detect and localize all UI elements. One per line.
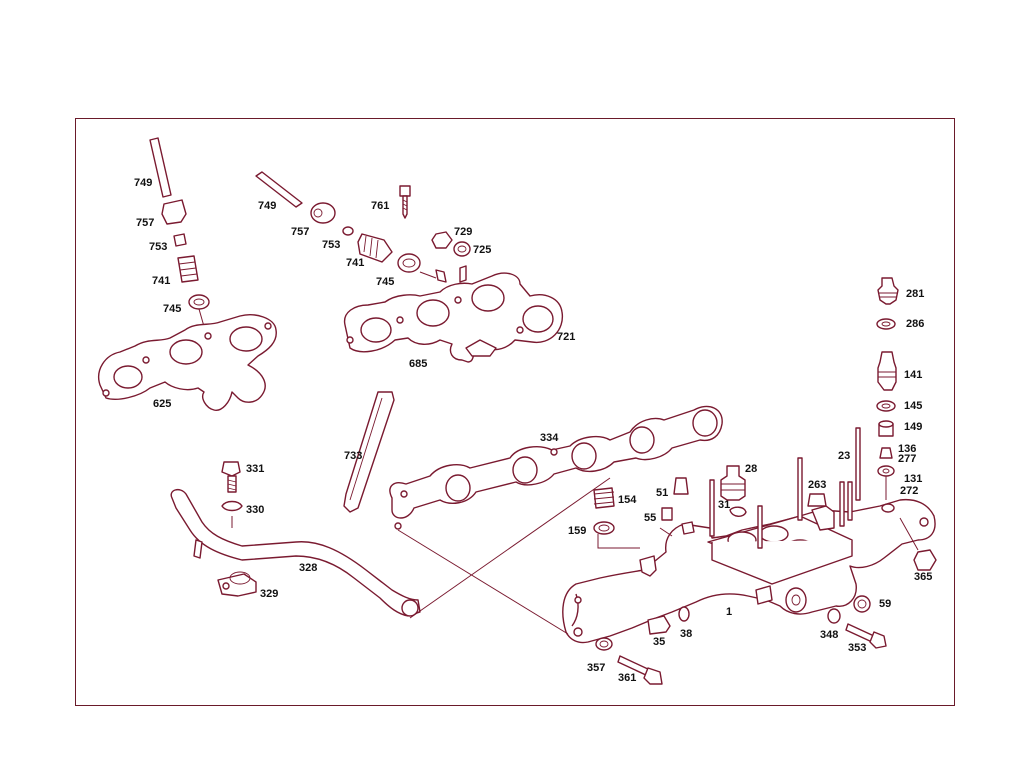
- part-741b-fitting: [357, 233, 393, 263]
- part-number-label: 733: [344, 450, 362, 462]
- part-745-ring: [188, 294, 210, 310]
- part-1-intake-manifold: [562, 498, 936, 644]
- part-281-valve: [877, 277, 899, 305]
- part-number-label: 361: [618, 672, 636, 684]
- part-number-label: 685: [409, 358, 427, 370]
- manifold-studs: [673, 427, 861, 549]
- part-number-label: 330: [246, 504, 264, 516]
- part-number-label: 55: [644, 512, 656, 524]
- part-753-sleeve: [173, 233, 187, 247]
- part-number-label: 145: [904, 400, 922, 412]
- part-51-fitting: [673, 477, 689, 495]
- part-number-label: 28: [745, 463, 757, 475]
- part-number-label: 745: [163, 303, 181, 315]
- part-329-clamp: [217, 573, 257, 597]
- part-number-label: 149: [904, 421, 922, 433]
- part-number-label: 745: [376, 276, 394, 288]
- part-757b-nut: [310, 202, 336, 224]
- leader-lines: [397, 477, 919, 635]
- part-145-washer: [876, 400, 896, 412]
- part-number-label: 331: [246, 463, 264, 475]
- manifold-loose-parts: [593, 487, 937, 685]
- part-59-washer: [853, 595, 871, 613]
- part-number-label: 729: [454, 226, 472, 238]
- part-753b-sleeve: [342, 226, 354, 236]
- part-number-label: 136: [898, 443, 916, 455]
- part-749b-rod: [255, 171, 303, 208]
- part-number-label: 353: [848, 642, 866, 654]
- part-number-label: 59: [879, 598, 891, 610]
- part-number-label: 1: [726, 606, 732, 618]
- part-685-exhaust-manifold: [343, 272, 564, 363]
- part-number-label: 757: [136, 217, 154, 229]
- part-number-label: 277: [898, 453, 916, 465]
- part-number-label: 272: [900, 485, 918, 497]
- stud-stack-group: [876, 277, 899, 500]
- exploded-manifold-685-group: [255, 171, 564, 363]
- part-725-ring: [453, 241, 471, 257]
- part-number-label: 23: [838, 450, 850, 462]
- part-number-label: 761: [371, 200, 389, 212]
- part-number-label: 753: [149, 241, 167, 253]
- part-number-label: 281: [906, 288, 924, 300]
- part-number-label: 154: [618, 494, 637, 506]
- part-330-washer: [221, 500, 243, 512]
- part-749-rod: [149, 137, 172, 198]
- part-labels: 749 757 753 741 745 625 749 757 753 741 …: [134, 177, 932, 684]
- part-733-bracket: [343, 391, 395, 513]
- part-number-label: 725: [473, 244, 491, 256]
- part-number-label: 131: [904, 473, 922, 485]
- part-757-nut: [161, 199, 187, 225]
- part-number-label: 721: [557, 331, 575, 343]
- part-number-label: 753: [322, 239, 340, 251]
- part-353-bolt: [845, 623, 875, 643]
- part-136-plug: [879, 447, 893, 459]
- part-number-label: 263: [808, 479, 826, 491]
- part-328-pipe: [170, 488, 421, 617]
- part-745b-ring: [397, 253, 421, 273]
- part-number-label: 741: [346, 257, 364, 269]
- part-334-gasket: [389, 405, 723, 530]
- diagram-border: [75, 118, 955, 706]
- part-number-label: 625: [153, 398, 171, 410]
- part-number-label: 741: [152, 275, 170, 287]
- part-number-label: 35: [653, 636, 665, 648]
- pipe-bracket-group: [170, 461, 421, 617]
- part-number-label: 757: [291, 226, 309, 238]
- part-number-label: 141: [904, 369, 922, 381]
- part-55-plug: [661, 507, 673, 521]
- exploded-manifold-625-group: [98, 137, 277, 411]
- part-number-label: 159: [568, 525, 586, 537]
- part-277-washer: [877, 465, 895, 477]
- part-35-screw: [647, 615, 671, 635]
- part-28-nipple: [720, 465, 746, 501]
- part-761-bolt: [399, 185, 411, 197]
- part-number-label: 749: [134, 177, 152, 189]
- part-number-label: 357: [587, 662, 605, 674]
- part-357-washer: [595, 637, 613, 651]
- part-number-label: 749: [258, 200, 276, 212]
- part-365-nut: [913, 549, 937, 571]
- part-number-label: 286: [906, 318, 924, 330]
- part-331-bolt: [221, 461, 241, 477]
- part-number-label: 365: [914, 571, 932, 583]
- part-38-washer: [678, 606, 690, 622]
- part-number-label: 328: [299, 562, 317, 574]
- part-348-washer: [827, 608, 841, 624]
- part-263-plug: [807, 493, 827, 507]
- part-number-label: 334: [540, 432, 559, 444]
- part-number-label: 348: [820, 629, 838, 641]
- part-286-washer: [876, 318, 896, 330]
- part-number-label: 38: [680, 628, 692, 640]
- part-number-label: 329: [260, 588, 278, 600]
- part-729-nut: [431, 231, 453, 249]
- part-number-label: 31: [718, 499, 730, 511]
- part-number-label: 51: [656, 487, 668, 499]
- part-159-washer: [593, 521, 615, 535]
- part-141-valve: [877, 351, 897, 391]
